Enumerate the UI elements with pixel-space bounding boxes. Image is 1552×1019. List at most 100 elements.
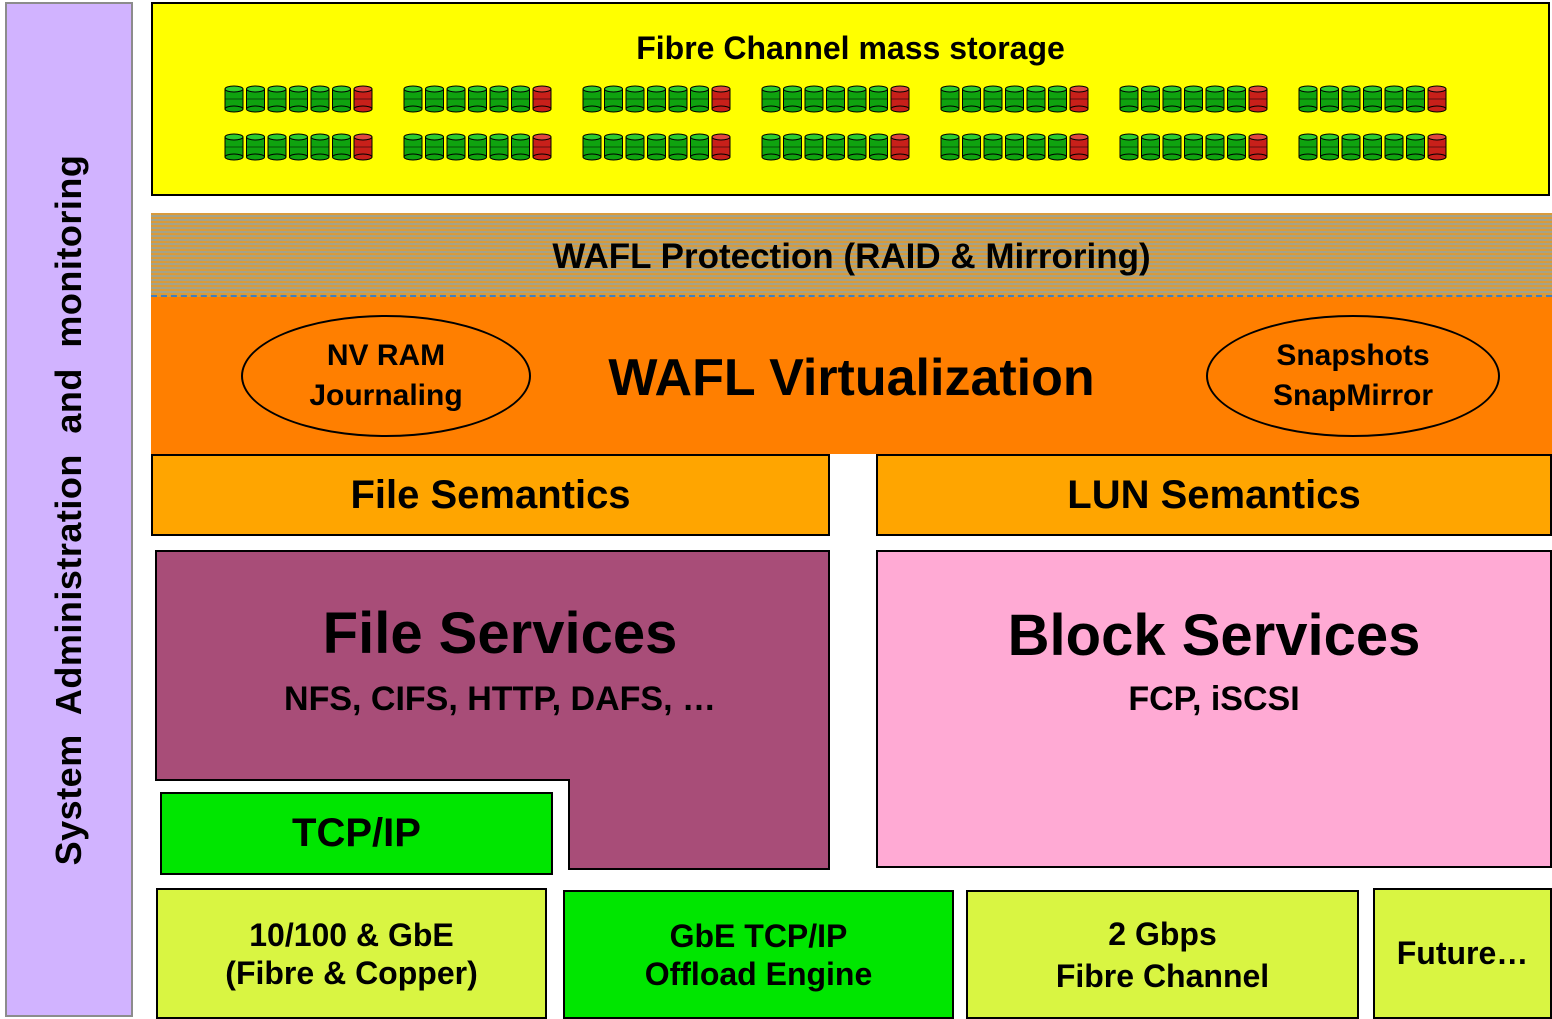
data-disk-icon [940, 85, 960, 113]
block-services-protocols: FCP, iSCSI [1128, 680, 1300, 718]
wafl-virtualization-layer: WAFL Virtualization NV RAM Journaling Sn… [151, 297, 1552, 454]
data-disk-icon [1205, 85, 1225, 113]
data-disk-icon [962, 133, 981, 161]
data-disk-icon [690, 85, 709, 113]
data-disk-icon [1026, 133, 1046, 161]
data-disk-icon [1320, 85, 1339, 113]
parity-disk-icon [1427, 133, 1447, 161]
data-disk-icon [826, 133, 845, 161]
parity-disk-icon [532, 133, 552, 161]
data-disk-icon [1205, 133, 1225, 161]
parity-disk-icon [353, 85, 373, 113]
data-disk-icon [783, 85, 802, 113]
data-disk-icon [1005, 85, 1024, 113]
data-disk-icon [983, 133, 1003, 161]
virtualization-label: WAFL Virtualization [608, 349, 1095, 407]
parity-disk-icon [1248, 85, 1268, 113]
parity-disk-icon [1069, 85, 1089, 113]
data-disk-icon [604, 85, 623, 113]
ni-1-line2: (Fibre & Copper) [225, 954, 478, 991]
data-disk-icon [604, 133, 623, 161]
ni-2-line1: GbE TCP/IP [669, 917, 848, 954]
storage-title: Fibre Channel mass storage [636, 30, 1065, 66]
data-disk-icon [869, 133, 888, 161]
data-disk-icon [1384, 85, 1404, 113]
parity-disk-icon [1427, 85, 1447, 113]
data-disk-icon [668, 133, 688, 161]
nvram-line2: Journaling [309, 379, 463, 412]
parity-disk-icon [1069, 133, 1089, 161]
parity-disk-icon [711, 85, 731, 113]
data-disk-icon [289, 85, 308, 113]
data-disk-icon [625, 133, 645, 161]
data-disk-icon [310, 133, 330, 161]
parity-disk-icon [532, 85, 552, 113]
ni-1-line1: 10/100 & GbE [249, 916, 454, 953]
data-disk-icon [1227, 85, 1246, 113]
snapshots-line2: SnapMirror [1272, 379, 1434, 412]
data-disk-icon [1048, 85, 1067, 113]
data-disk-icon [690, 133, 709, 161]
data-disk-icon [489, 133, 509, 161]
data-disk-icon [962, 85, 981, 113]
snapshots-line1: Snapshots [1276, 339, 1430, 372]
data-disk-icon [625, 85, 645, 113]
tcpip-box: TCP/IP [160, 792, 553, 875]
data-disk-icon [1141, 85, 1160, 113]
data-disk-icon [1005, 133, 1024, 161]
data-disk-icon [940, 133, 960, 161]
data-disk-icon [783, 133, 802, 161]
data-disk-icon [1341, 133, 1361, 161]
network-interface-toe: GbE TCP/IP Offload Engine [563, 890, 954, 1019]
data-disk-icon [425, 133, 444, 161]
data-disk-icon [1026, 85, 1046, 113]
data-disk-icon [804, 85, 824, 113]
block-services-title: Block Services [1007, 603, 1421, 668]
data-disk-icon [1298, 133, 1318, 161]
data-disk-icon [310, 85, 330, 113]
data-disk-icon [847, 85, 867, 113]
network-interface-fibre-channel: 2 Gbps Fibre Channel [966, 890, 1359, 1019]
data-disk-icon [1406, 133, 1425, 161]
data-disk-icon [511, 85, 530, 113]
sidebar-label: System Administration and monitoring [48, 154, 89, 865]
data-disk-icon [983, 85, 1003, 113]
data-disk-icon [1363, 133, 1382, 161]
data-disk-icon [1406, 85, 1425, 113]
data-disk-icon [446, 85, 466, 113]
file-semantics-label: File Semantics [350, 472, 631, 517]
parity-disk-icon [890, 85, 910, 113]
data-disk-icon [289, 133, 308, 161]
data-disk-icon [582, 85, 602, 113]
ni-4-line1: Future… [1396, 935, 1529, 971]
data-disk-icon [446, 133, 466, 161]
mass-storage-layer: Fibre Channel mass storage [151, 2, 1550, 196]
lun-semantics-box: LUN Semantics [876, 454, 1552, 536]
wafl-protection-layer: WAFL Protection (RAID & Mirroring) [151, 213, 1552, 297]
file-services-protocols: NFS, CIFS, HTTP, DAFS, … [284, 680, 716, 718]
ni-3-line2: Fibre Channel [1055, 957, 1270, 994]
data-disk-icon [582, 133, 602, 161]
data-disk-icon [647, 85, 666, 113]
parity-disk-icon [711, 133, 731, 161]
network-interface-future: Future… [1373, 888, 1552, 1019]
data-disk-icon [224, 133, 244, 161]
data-disk-icon [1162, 85, 1182, 113]
tcpip-label: TCP/IP [292, 811, 421, 855]
data-disk-icon [468, 133, 487, 161]
block-services-box: Block Services FCP, iSCSI [876, 550, 1552, 868]
data-disk-icon [1184, 133, 1203, 161]
lun-semantics-label: LUN Semantics [1067, 472, 1361, 517]
parity-disk-icon [353, 133, 373, 161]
data-disk-icon [246, 133, 265, 161]
data-disk-icon [1048, 133, 1067, 161]
data-disk-icon [246, 85, 265, 113]
data-disk-icon [511, 133, 530, 161]
data-disk-icon [761, 85, 781, 113]
data-disk-icon [761, 133, 781, 161]
data-disk-icon [332, 133, 351, 161]
data-disk-icon [489, 85, 509, 113]
parity-disk-icon [890, 133, 910, 161]
snapshots-oval: Snapshots SnapMirror [1206, 315, 1500, 437]
disk-array [224, 85, 1447, 161]
